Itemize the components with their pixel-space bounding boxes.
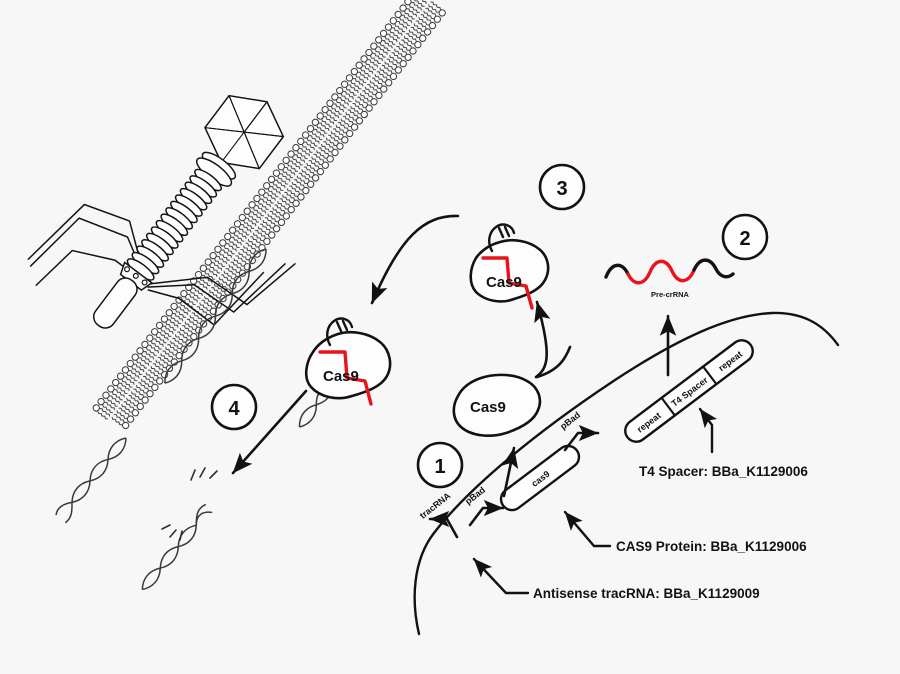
plasmid-backbone: [413, 311, 840, 636]
arrow-dna-cleavage: [231, 389, 308, 475]
cas9-loaded-label: Cas9: [486, 274, 522, 291]
callout-tracrna-text: Antisense tracRNA: BBa_K1129009: [533, 586, 760, 601]
step-badge-4: 4: [210, 383, 258, 431]
cas9-loaded-complex: Cas9: [469, 223, 550, 310]
callout-spacer: T4 Spacer: BBa_K1129006: [639, 407, 808, 479]
precrrna-red-middle: [626, 259, 696, 285]
phage-tail-tube: [92, 277, 138, 329]
step-badge-2: 2: [721, 213, 769, 261]
phage-dna-injected: [164, 248, 267, 384]
cas9-protein-body: [304, 330, 392, 400]
cas9-free-protein: Cas9: [452, 373, 542, 437]
callout-tracrna: Antisense tracRNA: BBa_K1129009: [472, 557, 760, 601]
callout-cas9-text: CAS9 Protein: BBa_K1129006: [616, 539, 807, 554]
cas9-free-label: Cas9: [470, 399, 506, 416]
callout-group: T4 Spacer: BBa_K1129006 CAS9 Protein: BB…: [472, 407, 808, 601]
step-1-number: 1: [434, 456, 445, 478]
step-4-number: 4: [228, 398, 240, 420]
phage-capsid-head: [204, 94, 285, 170]
cas9-bound-complex: Cas9: [298, 317, 392, 428]
cleaved-dna: [55, 437, 218, 591]
phage-tail-sheath: [126, 168, 222, 281]
arrow-complex-assembly: [534, 300, 572, 379]
step-2-number: 2: [739, 228, 750, 250]
pre-crrna-transcript: Pre-crRNA: [604, 258, 735, 299]
bacteriophage: [27, 94, 296, 329]
precrrna-left-black: [604, 263, 630, 279]
cas9-bound-label: Cas9: [323, 368, 359, 385]
rna-guide-strand: [318, 350, 373, 406]
guide-rna-hairpin: [326, 317, 354, 347]
arrow-target-binding: [370, 214, 460, 305]
cas9-free-body: [452, 373, 542, 437]
phage-collar: [195, 151, 237, 187]
precrrna-label: Pre-crRNA: [651, 290, 690, 299]
process-arrows: free Cas9 protein (translation) --> Pre-…: [231, 214, 677, 498]
callout-cas9: CAS9 Protein: BBa_K1129006: [563, 510, 807, 554]
step-3-number: 3: [556, 178, 567, 200]
dna-break-marks: [161, 467, 218, 541]
precrrna-right-black: [692, 258, 735, 279]
step-badges: 1 2 3 4: [210, 163, 769, 489]
callout-spacer-text: T4 Spacer: BBa_K1129006: [639, 464, 808, 479]
step-badge-3: 3: [538, 163, 586, 211]
phage-baseplate: [119, 261, 154, 292]
rna-guide-strand-loaded: [481, 256, 534, 310]
step-badge-1: 1: [416, 441, 464, 489]
arrow-translation-cas9: [501, 446, 519, 498]
guide-rna-hairpin-loaded: [488, 223, 516, 253]
